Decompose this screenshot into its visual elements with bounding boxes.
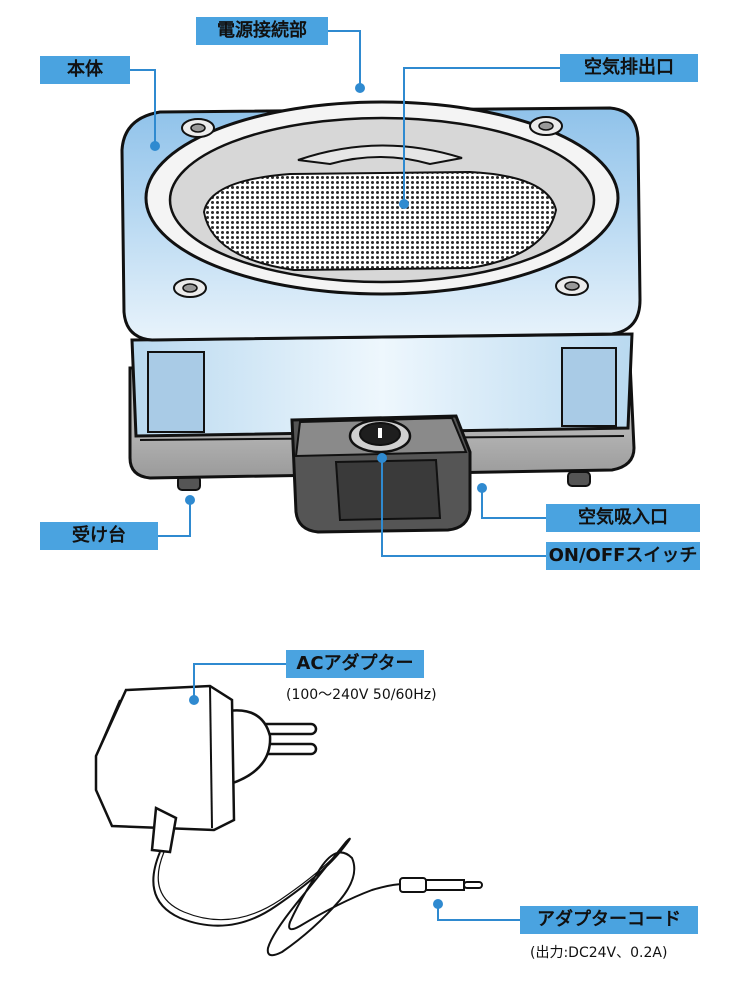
label-main-body: 本体 — [40, 56, 130, 84]
label-air-inlet: 空気吸入口 — [546, 504, 700, 532]
corner-screw — [529, 116, 563, 136]
adapter-spec: (100〜240V 50/60Hz) — [286, 687, 437, 703]
corner-screw — [173, 278, 207, 298]
label-on-off-switch: ON/OFFスイッチ — [546, 542, 700, 570]
label-air-outlet: 空気排出口 — [560, 54, 698, 82]
device-leader-lines — [130, 30, 560, 557]
adapter-cord-spec: (出力:DC24V、0.2A) — [530, 945, 668, 961]
device-illustration — [120, 100, 642, 534]
label-stand: 受け台 — [40, 522, 158, 550]
label-power-connector: 電源接続部 — [196, 17, 328, 45]
label-ac-adapter: ACアダプター — [286, 650, 424, 678]
adapter-body — [94, 684, 236, 832]
corner-screw — [181, 118, 215, 138]
label-adapter-cord: アダプターコード — [520, 906, 698, 934]
stand-foot — [567, 471, 591, 487]
outlet-mesh — [202, 170, 558, 272]
adapter-leader-lines — [189, 663, 520, 921]
adapter-cord — [152, 837, 405, 957]
ac-adapter-illustration — [94, 684, 483, 957]
corner-screw — [555, 276, 589, 296]
